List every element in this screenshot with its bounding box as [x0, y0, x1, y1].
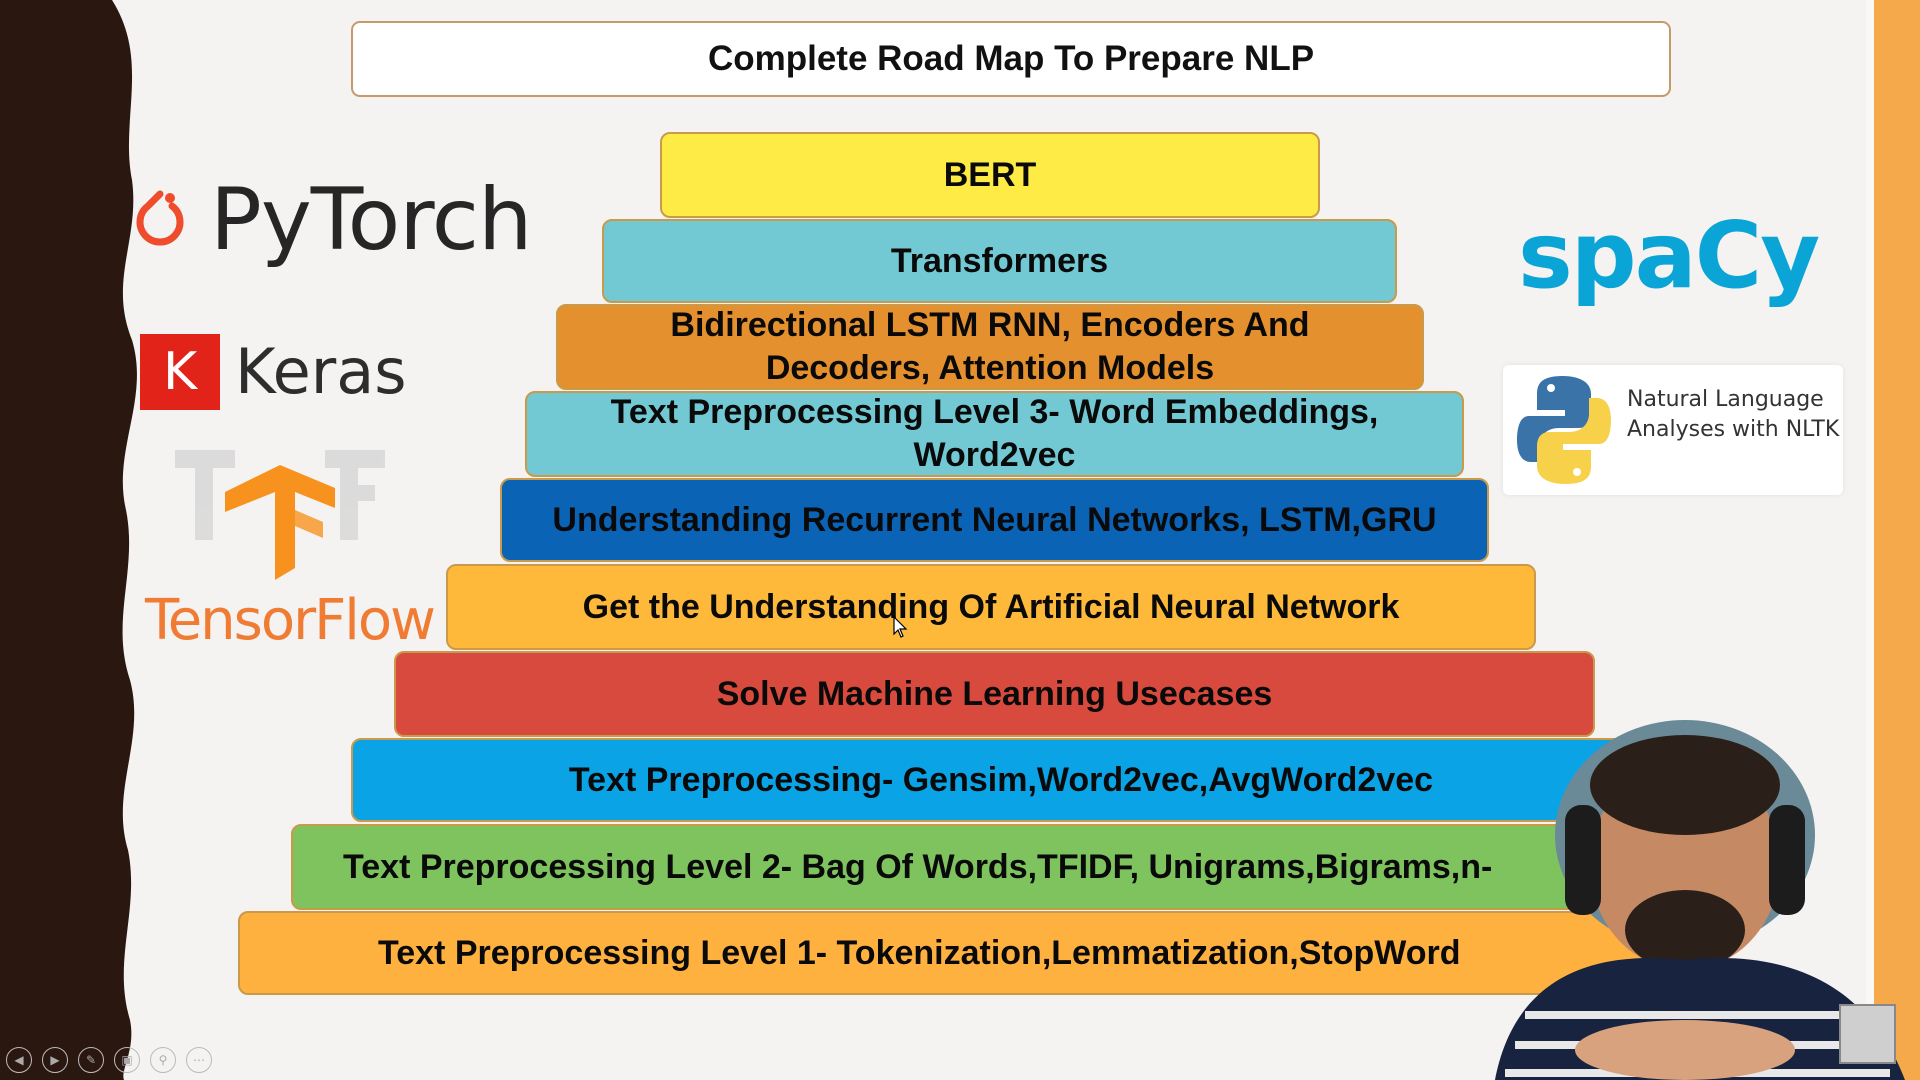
- spacy-logo: spaCy: [1518, 202, 1820, 309]
- slide-title: Complete Road Map To Prepare NLP: [351, 21, 1671, 97]
- presenter-webcam-overlay: [1495, 720, 1905, 1080]
- step-bidirectional-lstm: Bidirectional LSTM RNN, Encoders And Dec…: [556, 304, 1424, 390]
- right-edge: [1866, 0, 1874, 1080]
- step-gensim-word2vec: Text Preprocessing- Gensim,Word2vec,AvgW…: [351, 738, 1651, 822]
- prev-icon[interactable]: ◀: [6, 1047, 32, 1073]
- step-bag-of-words: Text Preprocessing Level 2- Bag Of Words…: [291, 824, 1651, 910]
- nltk-card: Natural Language Analyses with NLTK: [1503, 365, 1843, 495]
- slides-icon[interactable]: ▣: [114, 1047, 140, 1073]
- next-icon[interactable]: ▶: [42, 1047, 68, 1073]
- keras-wordmark: Keras: [235, 335, 407, 408]
- step-ann: Get the Understanding Of Artificial Neur…: [446, 564, 1536, 650]
- nltk-caption: Natural Language Analyses with NLTK: [1627, 387, 1840, 442]
- step-bert: BERT: [660, 132, 1320, 218]
- python-logo-icon: [1517, 376, 1611, 484]
- pytorch-logo-icon: [136, 190, 184, 246]
- slideshow-controls: ◀ ▶ ✎ ▣ ⚲ ⋯: [6, 1047, 212, 1073]
- pen-icon[interactable]: ✎: [78, 1047, 104, 1073]
- step-rnn-lstm-gru: Understanding Recurrent Neural Networks,…: [500, 478, 1489, 562]
- tensorflow-logo-icon: [175, 450, 385, 580]
- more-icon[interactable]: ⋯: [186, 1047, 212, 1073]
- keras-logo-icon: K: [140, 334, 220, 410]
- step-word-embeddings: Text Preprocessing Level 3- Word Embeddi…: [525, 391, 1464, 477]
- zoom-icon[interactable]: ⚲: [150, 1047, 176, 1073]
- step-transformers: Transformers: [602, 219, 1397, 303]
- mouse-cursor-icon: [893, 616, 908, 638]
- right-decorative-strip: [1874, 0, 1920, 1080]
- step-tokenization: Text Preprocessing Level 1- Tokenization…: [238, 911, 1651, 995]
- pytorch-wordmark: PyTorch: [210, 170, 533, 270]
- left-decorative-border: [0, 0, 137, 1080]
- tensorflow-wordmark: TensorFlow: [145, 588, 436, 653]
- step-ml-usecases: Solve Machine Learning Usecases: [394, 651, 1595, 737]
